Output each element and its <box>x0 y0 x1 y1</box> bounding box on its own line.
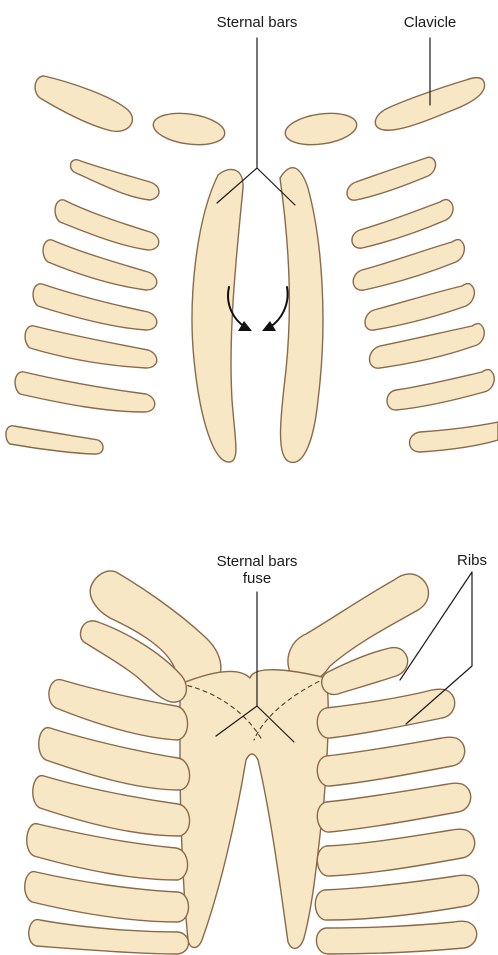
bottom-right-rib <box>316 921 476 954</box>
ribs-label: Ribs <box>457 552 487 569</box>
bottom-left-rib <box>29 920 189 954</box>
top-left-rib <box>15 372 155 412</box>
bottom-sternal-bars-label-line2: fuse <box>243 570 271 587</box>
bottom-right-rib <box>315 875 478 920</box>
right-curved-arrow <box>270 287 288 327</box>
top-left-manubrial-nodule <box>151 109 226 149</box>
top-right-rib <box>410 422 498 452</box>
top-right-manubrial-nodule <box>283 109 358 149</box>
top-right-rib <box>353 240 464 291</box>
top-left-rib <box>6 426 103 454</box>
bottom-right-rib <box>317 783 470 832</box>
top-left-clavicle <box>35 76 132 131</box>
top-right-rib <box>370 324 485 369</box>
top-right-rib <box>352 200 453 249</box>
bottom-panel-fused-sternum: Sternal bars fuse Ribs <box>25 552 487 954</box>
bottom-right-rib <box>317 829 474 876</box>
top-left-rib <box>25 326 157 368</box>
top-left-rib <box>55 200 159 250</box>
top-left-ribs <box>6 160 159 454</box>
top-left-rib <box>71 160 159 200</box>
top-right-ribs <box>347 157 498 452</box>
top-panel-separate-sternal-bars: Sternal bars Clavicle <box>6 14 498 462</box>
fused-sternum-body <box>180 670 328 949</box>
top-right-rib <box>365 284 474 331</box>
right-arrowhead <box>262 321 276 331</box>
bottom-sternal-bars-label-line1: Sternal bars <box>217 553 298 570</box>
fusion-direction-arrows <box>228 287 288 331</box>
bottom-right-ribs <box>315 648 478 954</box>
top-right-rib <box>387 370 494 410</box>
bottom-left-ribs <box>25 621 190 954</box>
top-right-rib <box>347 157 435 200</box>
top-right-sternal-bar <box>280 168 323 463</box>
bottom-right-rib <box>317 689 454 738</box>
top-sternal-bars-label: Sternal bars <box>217 14 298 31</box>
top-left-rib <box>33 284 157 330</box>
top-left-sternal-bar <box>192 169 243 462</box>
bottom-right-rib <box>317 737 464 786</box>
clavicle-label: Clavicle <box>404 14 457 31</box>
